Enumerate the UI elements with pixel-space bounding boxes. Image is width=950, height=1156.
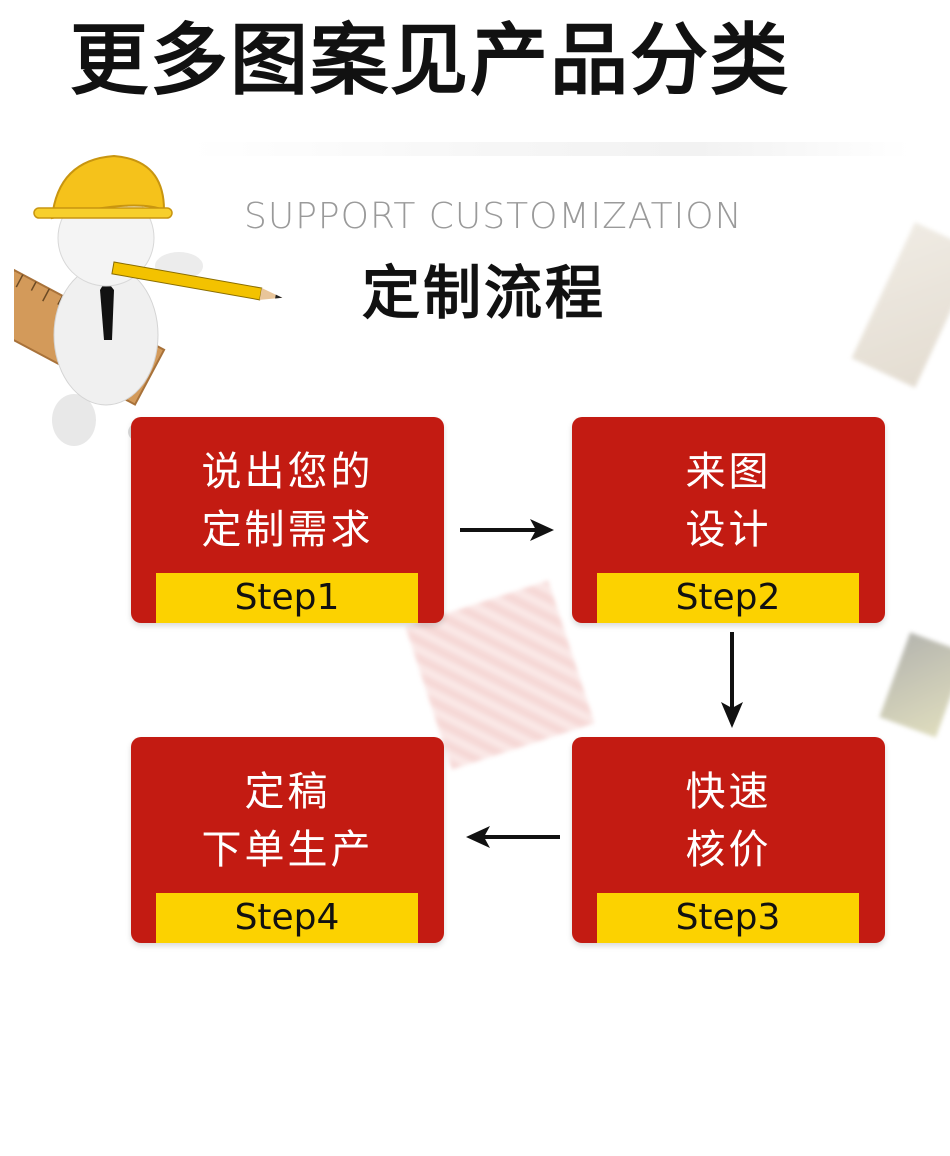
step-line-2: 定制需求	[201, 507, 374, 553]
section-subtitle-english: SUPPORT CUSTOMIZATION	[244, 196, 743, 237]
section-title: 定制流程	[362, 259, 607, 327]
step-card-3: 快速 核价 Step3	[572, 737, 885, 943]
step-line-2: 设计	[685, 507, 772, 553]
step-description: 定稿 下单生产	[131, 763, 444, 879]
step-label: Step4	[156, 893, 418, 943]
worker-mascot-icon	[14, 154, 283, 446]
step-line-1: 快速	[685, 769, 772, 815]
arrow-right-icon	[460, 519, 554, 541]
step-card-4: 定稿 下单生产 Step4	[131, 737, 444, 943]
step-line-1: 定稿	[244, 769, 331, 815]
background-product-decoration	[879, 632, 950, 738]
step-label: Step1	[156, 573, 418, 623]
step-line-1: 说出您的	[201, 449, 374, 495]
step-label: Step3	[597, 893, 859, 943]
arrow-left-icon	[466, 826, 560, 848]
page-title: 更多图案见产品分类	[70, 16, 791, 106]
background-product-decoration	[851, 222, 950, 388]
step-card-2: 来图 设计 Step2	[572, 417, 885, 623]
step-label: Step2	[597, 573, 859, 623]
step-description: 快速 核价	[572, 763, 885, 879]
step-line-2: 下单生产	[201, 827, 374, 873]
step-line-2: 核价	[685, 827, 772, 873]
step-card-1: 说出您的 定制需求 Step1	[131, 417, 444, 623]
background-strip	[190, 142, 910, 156]
step-line-1: 来图	[685, 449, 772, 495]
step-description: 来图 设计	[572, 443, 885, 559]
arrow-down-icon	[721, 632, 743, 728]
step-description: 说出您的 定制需求	[131, 443, 444, 559]
